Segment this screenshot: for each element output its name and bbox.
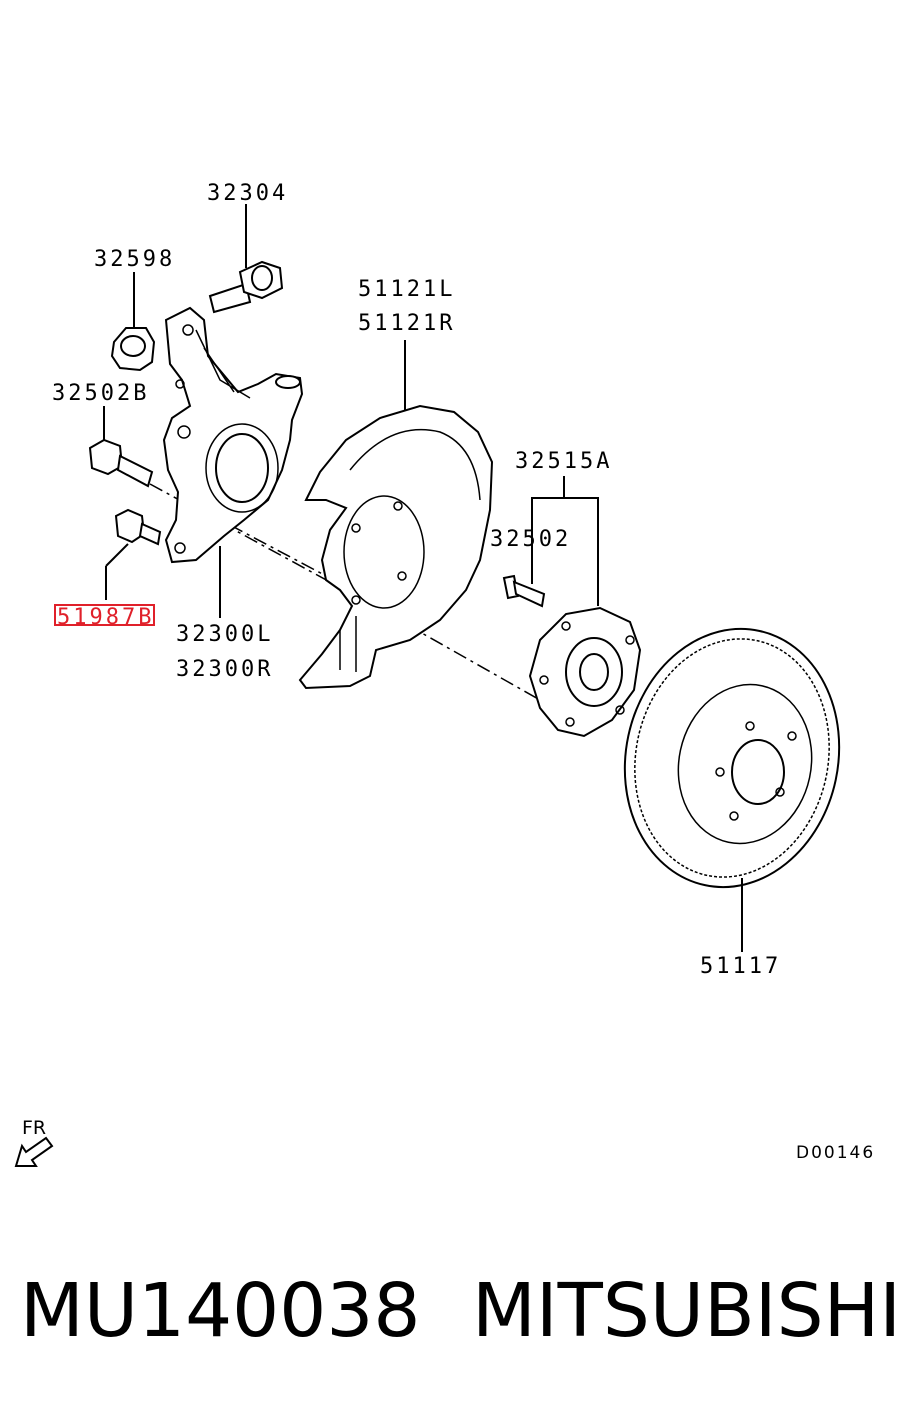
part-caption: MU140038 MITSUBISHI [20,1268,902,1378]
brand-name: MITSUBISHI [472,1268,902,1354]
steering-knuckle-32300[interactable] [162,306,304,618]
label-51987b[interactable]: 51987B [57,605,154,630]
hub-bolt-32502[interactable] [502,552,546,608]
label-32300l: 32300L [176,622,273,647]
label-51121l: 51121L [358,277,455,302]
brake-disc-51117[interactable] [601,609,862,952]
front-direction-arrow-icon [14,1136,54,1167]
label-32598: 32598 [94,247,175,272]
drawing-code: D00146 [796,1143,875,1163]
bolt-32304[interactable] [208,204,284,314]
part-number: MU140038 [20,1268,421,1354]
label-32515a: 32515A [515,449,612,474]
bolt-32502b[interactable] [88,406,154,488]
dust-shield-51121[interactable] [298,340,494,690]
label-51117: 51117 [700,954,781,979]
label-32502b: 32502B [52,381,149,406]
nut-32598[interactable] [110,272,156,372]
hub-bearing-32515a[interactable] [528,476,642,738]
highlight-box-51987b [54,604,155,626]
direction-label: FR [22,1117,46,1139]
label-32300r: 32300R [176,657,273,682]
nut-51987b[interactable] [105,508,162,600]
label-51121r: 51121R [358,311,455,336]
label-32502: 32502 [490,527,571,552]
label-32304: 32304 [207,181,288,206]
